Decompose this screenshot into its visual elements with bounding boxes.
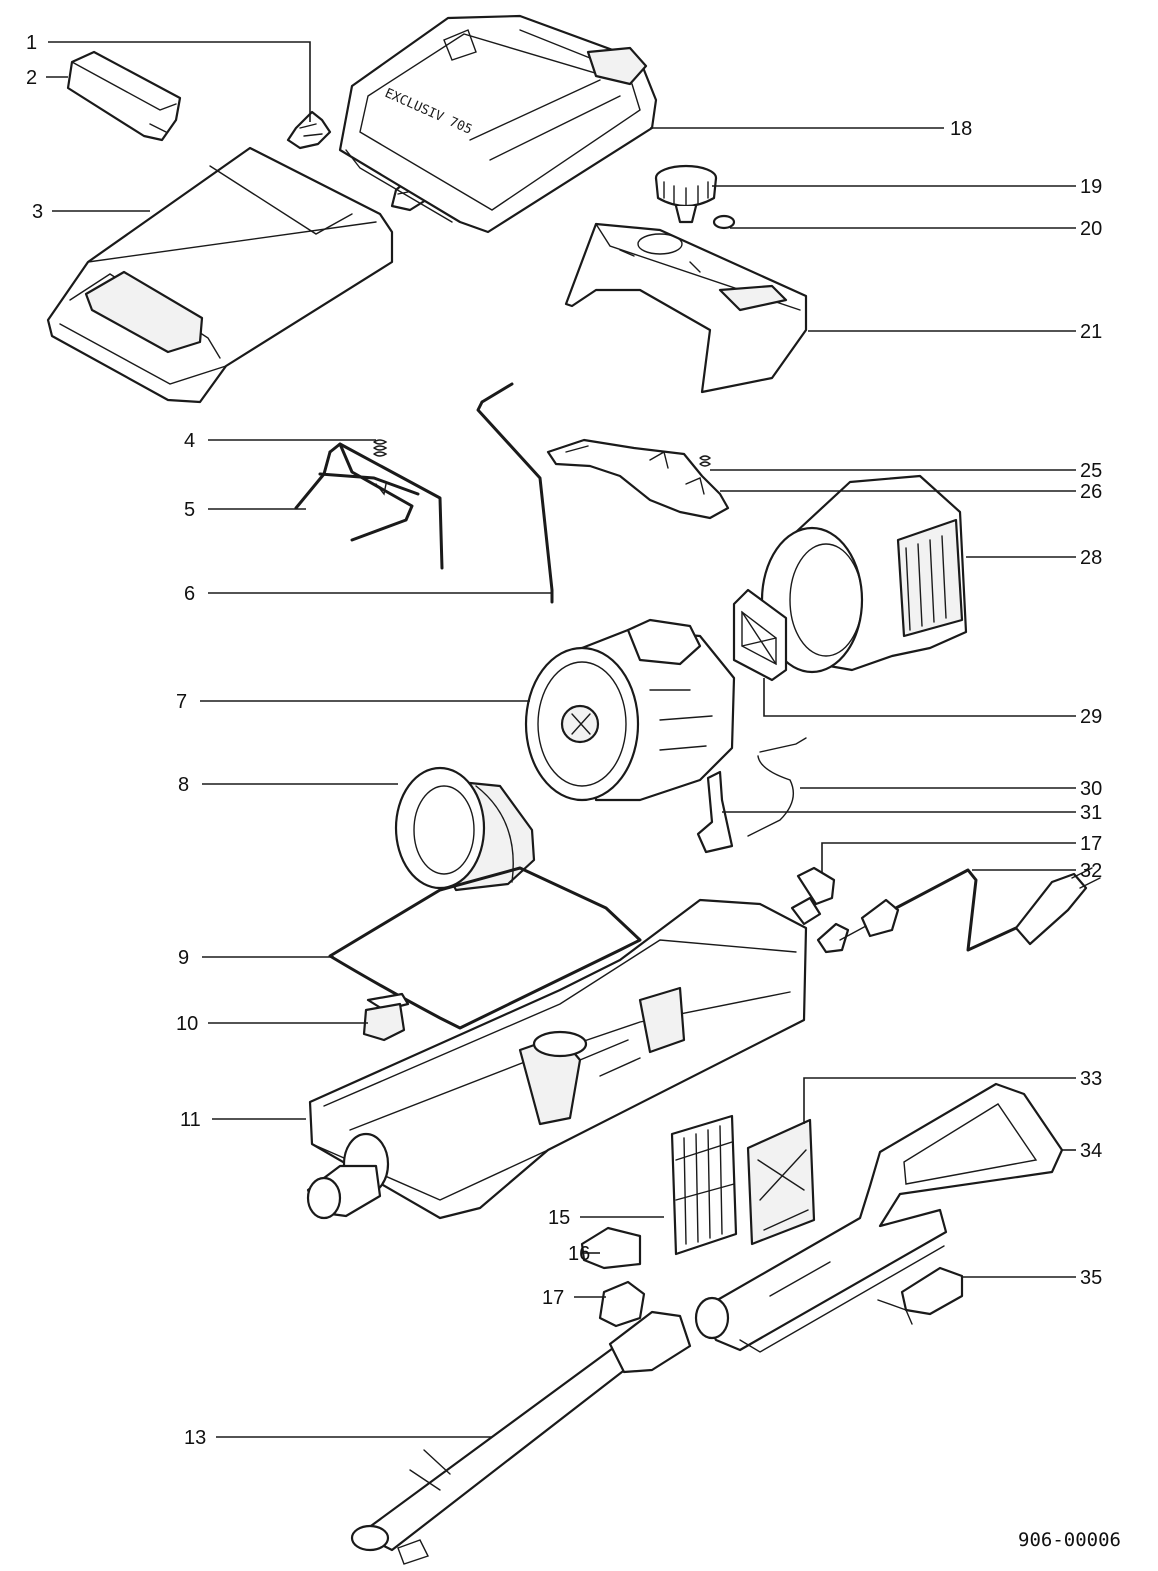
part-4-spring [373,439,388,457]
part-33-foam-filter [746,1118,816,1246]
callout-1: 1 [26,32,37,54]
callout-7: 7 [176,691,187,713]
callout-26: 26 [1080,481,1102,503]
part-29-grille [732,588,788,682]
part-21-switch-housing [564,222,808,394]
part-13-tube [350,1310,692,1565]
part-7-motor [524,618,736,802]
part-3-top-cover [46,146,394,404]
part-6-rod [476,382,554,604]
callout-13: 13 [184,1427,206,1449]
part-20-ring [712,214,736,230]
part-17-clip-upper [790,866,836,926]
document-code: 906-00006 [1018,1529,1121,1551]
callout-6: 6 [184,583,195,605]
callout-28: 28 [1080,547,1102,569]
part-35-slider [877,1266,964,1325]
callout-8: 8 [178,774,189,796]
part-17-clip-lower [598,1280,646,1328]
part-34-handle [694,1082,1064,1353]
callout-35: 35 [1080,1267,1102,1289]
part-2-clip [66,50,182,142]
callout-5: 5 [184,499,195,521]
leader-lines [46,41,1076,1438]
callout-17-upper: 17 [1080,833,1102,855]
callout-30: 30 [1080,778,1102,800]
part-28-motor-housing [760,474,968,674]
part-16-cover [580,1226,642,1270]
callout-20: 20 [1080,218,1102,240]
callout-9: 9 [178,947,189,969]
part-26-lever [546,438,730,520]
callout-19: 19 [1080,176,1102,198]
part-19-knob [654,164,718,224]
callout-31: 31 [1080,802,1102,824]
callout-11: 11 [180,1109,201,1131]
part-9-bag-frame [328,866,642,1030]
callout-34: 34 [1080,1140,1102,1162]
callout-16: 16 [568,1243,590,1265]
callout-18: 18 [950,118,972,140]
callout-21: 21 [1080,321,1102,343]
part-10-fitting [362,992,410,1042]
callout-32: 32 [1080,860,1102,882]
callout-29: 29 [1080,706,1102,728]
part-32-power-cord [816,867,1101,954]
callout-33: 33 [1080,1068,1102,1090]
callout-17-lower: 17 [542,1287,564,1309]
part-11-base-housing [306,898,808,1220]
callout-25: 25 [1080,460,1102,482]
callout-4: 4 [184,430,195,452]
part-15-filter-grid [670,1114,738,1256]
callout-3: 3 [32,201,43,223]
callout-15: 15 [548,1207,570,1229]
part-18-housing-top: EXCLUSIV 705 [338,14,658,234]
part-5-bag-holder [294,442,444,570]
callout-labels: 1 2 3 4 5 6 7 8 9 10 11 13 15 16 17 18 1… [26,32,1102,1449]
callout-10: 10 [176,1013,198,1035]
callout-2: 2 [26,67,37,89]
part-8-seal-ring [394,766,536,892]
